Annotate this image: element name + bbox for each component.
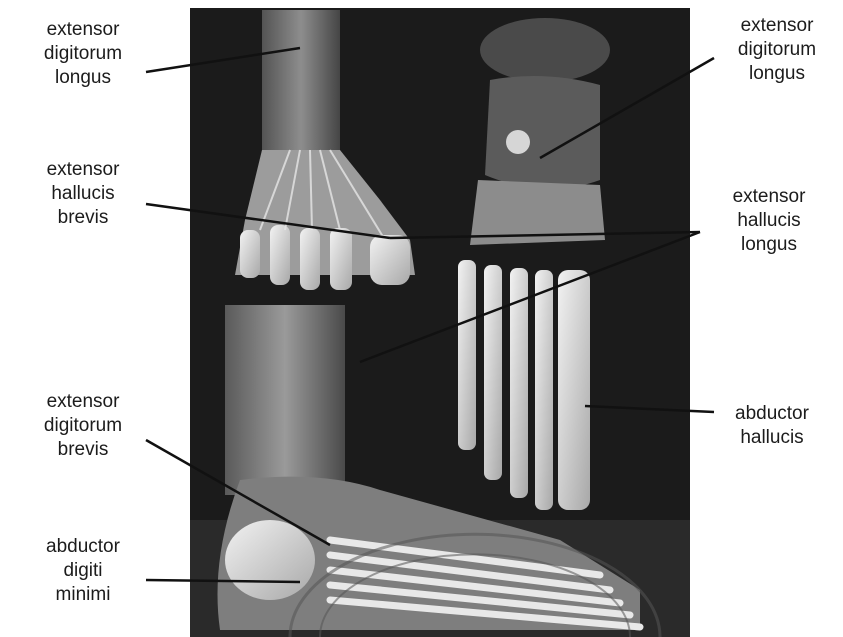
label-line: brevis [18,206,148,230]
label-line: digiti [18,559,148,583]
label-line: digitorum [712,38,842,62]
label-line: digitorum [18,42,148,66]
label-extensor-digitorum-longus-right: extensor digitorum longus [712,14,842,86]
label-extensor-hallucis-brevis: extensor hallucis brevis [18,158,148,230]
label-line: digitorum [18,414,148,438]
label-abductor-digiti-minimi: abductor digiti minimi [18,535,148,607]
label-line: extensor [712,14,842,38]
label-line: hallucis [712,426,832,450]
label-extensor-digitorum-brevis: extensor digitorum brevis [18,390,148,462]
label-line: extensor [704,185,834,209]
label-line: minimi [18,583,148,607]
label-line: longus [712,62,842,86]
label-line: extensor [18,158,148,182]
label-line: hallucis [704,209,834,233]
label-line: hallucis [18,182,148,206]
label-line: abductor [712,402,832,426]
label-extensor-hallucis-longus: extensor hallucis longus [704,185,834,257]
label-line: brevis [18,438,148,462]
label-line: abductor [18,535,148,559]
label-line: extensor [18,390,148,414]
label-abductor-hallucis: abductor hallucis [712,402,832,450]
label-line: longus [704,233,834,257]
label-line: longus [18,66,148,90]
label-line: extensor [18,18,148,42]
label-extensor-digitorum-longus-left: extensor digitorum longus [18,18,148,90]
